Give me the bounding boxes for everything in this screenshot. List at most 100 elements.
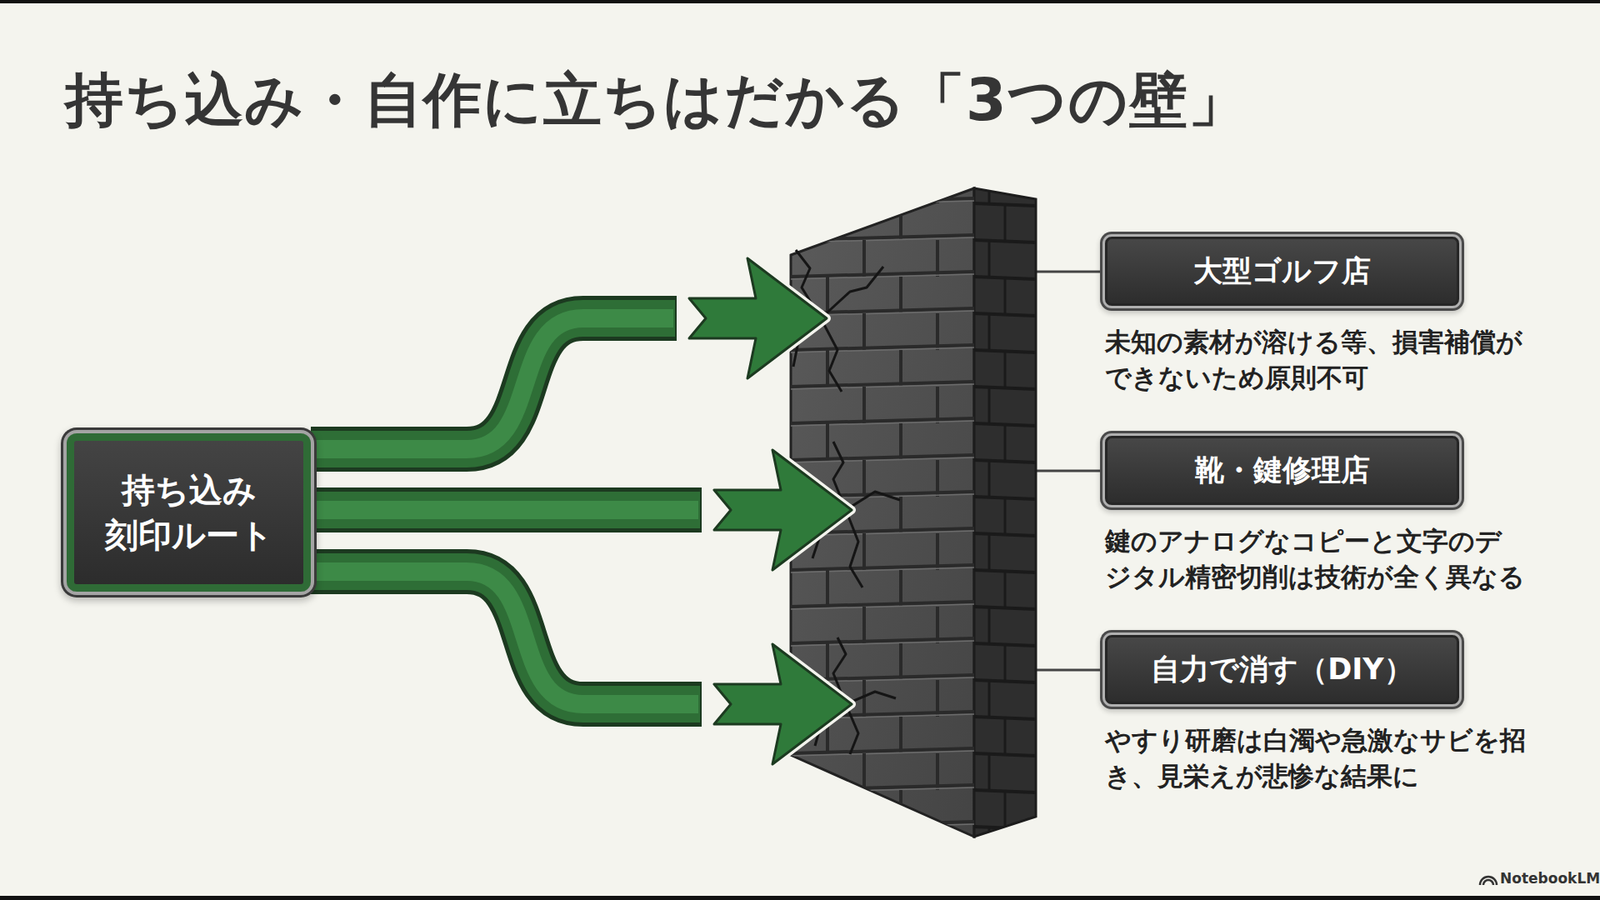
brick-highlight	[790, 457, 975, 463]
brick-highlight	[790, 420, 975, 426]
leader-line	[1035, 470, 1105, 473]
mortar-line	[974, 166, 1036, 170]
mortar-line	[790, 235, 975, 240]
wall-side	[974, 188, 1036, 837]
crack-line	[820, 266, 884, 319]
brick-highlight	[790, 824, 975, 830]
mortar-joint	[988, 460, 991, 497]
mortar-joint	[862, 533, 866, 570]
arrow-band-highlight	[310, 500, 699, 520]
mortar-joint	[899, 423, 903, 460]
mortar-line	[974, 386, 1036, 390]
brick-highlight	[790, 164, 975, 170]
diagram-title: 持ち込み・自作に立ちはだかる「3つの壁」	[65, 61, 1248, 140]
mortar-joint	[899, 570, 903, 607]
mortar-joint	[1004, 643, 1007, 680]
mortar-joint	[862, 826, 866, 864]
mortar-joint	[988, 240, 991, 277]
brick-highlight	[790, 384, 975, 390]
mortar-line	[790, 455, 975, 460]
brick-highlight	[790, 200, 975, 206]
barrier-item: 大型ゴルフ店未知の素材が溶ける等、損害補償ができないため原則不可	[1105, 236, 1539, 396]
mortar-joint	[988, 826, 991, 864]
mortar-joint	[988, 606, 991, 644]
arrow-band	[310, 571, 702, 705]
barrier-heading: 大型ゴルフ店	[1105, 236, 1460, 306]
arrow-head	[689, 258, 827, 379]
mortar-joint	[862, 680, 866, 717]
brick-highlight	[790, 787, 975, 793]
mortar-line	[790, 785, 975, 790]
watermark-icon	[1480, 876, 1497, 885]
icon-arc	[1480, 876, 1497, 885]
mortar-line	[790, 821, 975, 827]
barrier-item: 自力で消す（DIY） やすり研磨は白濁や急激なサビを招き、見栄えが悲惨な結果に	[1105, 635, 1539, 795]
brick-highlight	[790, 347, 975, 353]
mortar-joint	[1004, 716, 1007, 754]
arrow-band	[310, 487, 702, 533]
mortar-joint	[899, 350, 903, 387]
mortar-joint	[825, 203, 830, 240]
arrow-head	[714, 450, 852, 570]
mortar-joint	[862, 753, 866, 790]
mortar-joint	[862, 313, 866, 350]
mortar-joint	[862, 606, 866, 644]
arrow-heads	[689, 258, 852, 765]
barrier-description: やすり研磨は白濁や急激なサビを招き、見栄えが悲惨な結果に	[1105, 722, 1526, 795]
barrier-item: 靴・鍵修理店鍵のアナログなコピーと文字のデジタル精密切削は技術が全く異なる	[1105, 435, 1539, 595]
mortar-line	[974, 753, 1036, 756]
crack-line	[820, 318, 842, 392]
frame-edge	[0, 895, 1600, 900]
arrow-band-highlight	[310, 318, 674, 450]
mortar-joint	[1004, 790, 1007, 827]
mortar-joint	[899, 496, 903, 534]
mortar-joint	[1004, 276, 1007, 314]
mortar-joint	[899, 790, 903, 827]
mortar-line	[790, 638, 975, 644]
mortar-joint	[1004, 570, 1007, 607]
mortar-joint	[935, 826, 940, 864]
brick-highlight	[790, 604, 975, 610]
barrier-description: 未知の素材が溶ける等、損害補償ができないため原則不可	[1105, 324, 1526, 396]
mortar-line	[790, 418, 975, 424]
watermark: NotebookLM	[1500, 870, 1600, 887]
mortar-line	[790, 198, 975, 204]
mortar-line	[790, 161, 975, 167]
frame-edge	[0, 0, 1600, 4]
arrow-band	[310, 491, 700, 529]
arrow-head	[714, 644, 852, 765]
mortar-joint	[1004, 423, 1007, 460]
mortar-joint	[825, 570, 830, 607]
mortar-joint	[899, 716, 903, 754]
mortar-line	[790, 565, 975, 570]
mortar-line	[974, 606, 1036, 610]
arrow-head-outline	[714, 450, 852, 570]
mortar-line	[790, 345, 975, 350]
mortar-joint	[862, 166, 866, 204]
brick-highlight	[790, 274, 975, 280]
mortar-joint	[1004, 203, 1007, 240]
mortar-joint	[935, 166, 940, 204]
mortar-line	[790, 271, 975, 277]
mortar-joint	[1004, 496, 1007, 534]
mortar-joint	[899, 276, 903, 314]
mortar-joint	[988, 753, 991, 790]
arrow-band	[310, 571, 700, 705]
mortar-joint	[899, 643, 903, 680]
icon-arc	[1483, 880, 1494, 885]
mortar-line	[974, 313, 1036, 316]
mortar-joint	[825, 423, 830, 460]
mortar-joint	[899, 203, 903, 240]
mortar-line	[790, 748, 975, 754]
mortar-joint	[988, 166, 991, 204]
barrier-heading: 自力で消す（DIY）	[1105, 635, 1460, 705]
crack-line	[845, 510, 863, 588]
mortar-joint	[825, 643, 830, 680]
brick-highlight	[790, 750, 975, 756]
mortar-line	[974, 680, 1036, 683]
mortar-joint	[862, 240, 866, 277]
brick-pattern	[974, 166, 1036, 864]
arrow-band-highlight	[310, 571, 699, 705]
arrow-band	[310, 318, 677, 450]
